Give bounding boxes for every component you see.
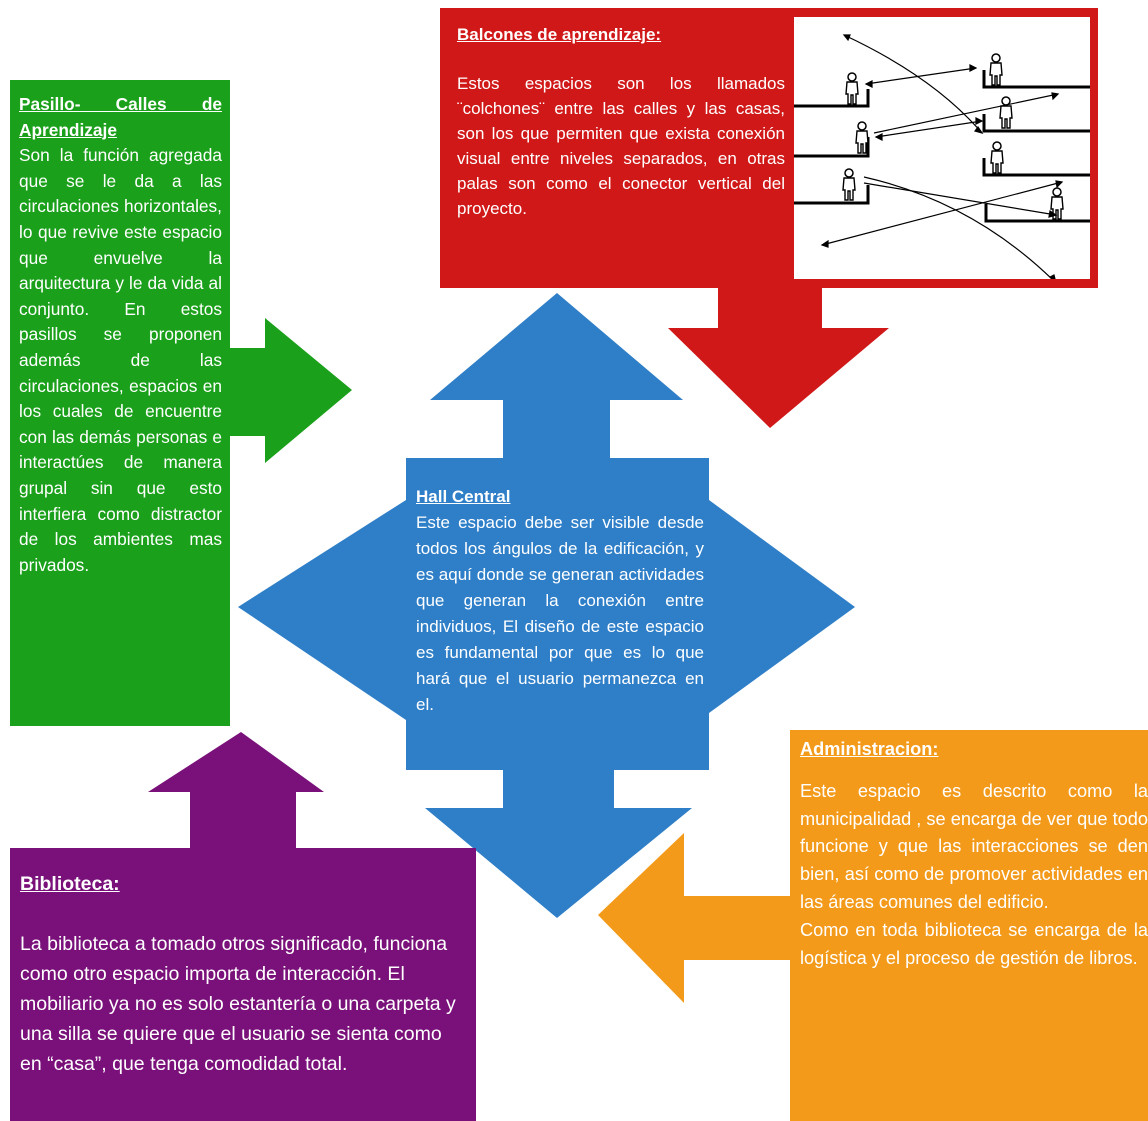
right-balconies [982,70,1090,223]
balcones-body: Estos espacios son los llamados ¨colchon… [457,74,785,218]
pasillo-body: Son la función agregada que se le da a l… [19,145,222,575]
hall-central-body: Este espacio debe ser visible desde todo… [416,513,704,714]
biblioteca-title: Biblioteca: [20,873,120,895]
biblioteca-body: La biblioteca a tomado otros significado… [20,933,456,1075]
red-arrow [668,288,889,428]
pasillo-calles-box: Pasillo- Calles de Aprendizaje Son la fu… [10,80,230,726]
balcones-text: Balcones de aprendizaje: Estos espacios … [457,22,785,221]
hall-central-title: Hall Central [416,487,511,506]
administracion-box: Administracion: Este espacio es descrito… [790,730,1148,1121]
pasillo-title: Pasillo- Calles de Aprendizaje [19,94,222,140]
balcones-box: Balcones de aprendizaje: Estos espacios … [440,8,1098,288]
balcony-section-diagram [794,17,1090,285]
biblioteca-box: Biblioteca: La biblioteca a tomado otros… [10,848,476,1121]
left-balconies [794,89,870,205]
administracion-body-2: Como en toda biblioteca se encarga de la… [800,919,1148,968]
administracion-body-1: Este espacio es descrito como la municip… [800,780,1148,912]
orange-arrow [598,833,790,1003]
green-arrow [230,318,352,463]
balcones-title: Balcones de aprendizaje: [457,25,662,44]
administracion-title: Administracion: [800,739,939,759]
hall-central-box: Hall Central Este espacio debe ser visib… [406,458,709,770]
purple-arrow [148,732,324,848]
